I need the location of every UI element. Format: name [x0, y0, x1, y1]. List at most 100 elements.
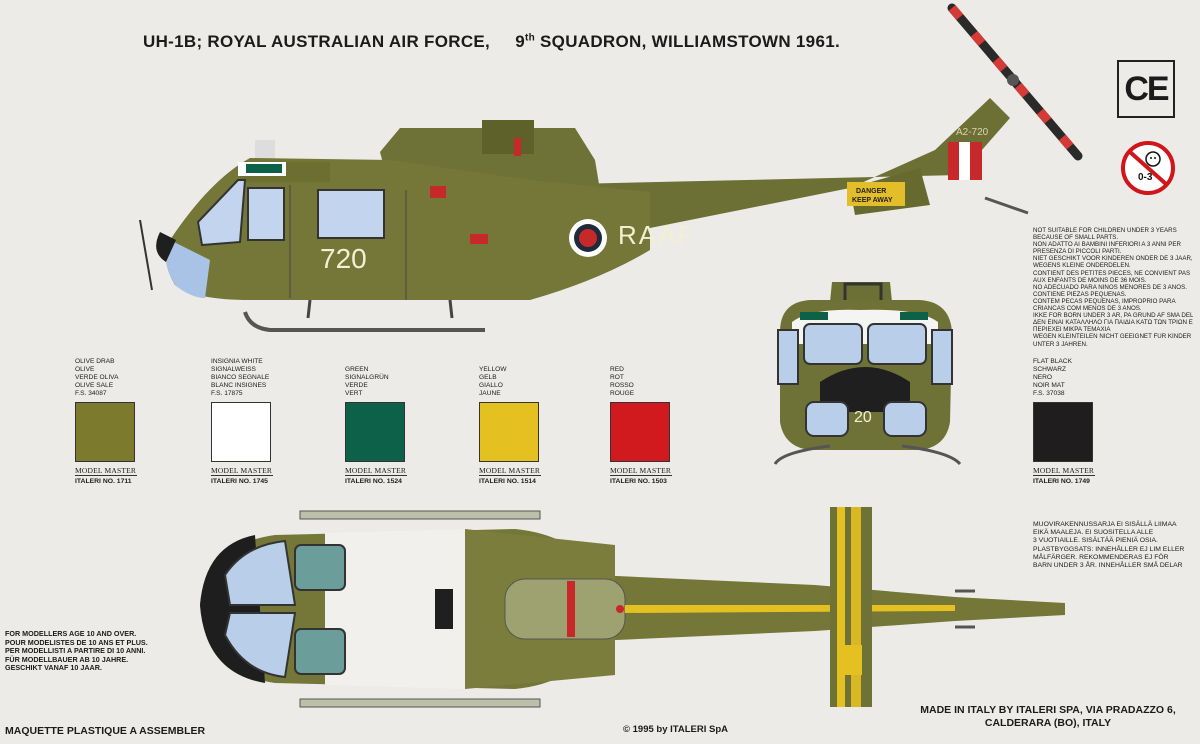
warning-line: PLASTBYGGSATS: INNEHÅLLER EJ LIM ELLER [1033, 545, 1185, 553]
age-line: GESCHIKT VANAF 10 JAAR. [5, 663, 102, 673]
white-roof [325, 529, 465, 689]
warning-line: WEGENS KLEINE ONDERDELEN. [1033, 262, 1131, 270]
swatch-brand: MODEL MASTER [211, 466, 273, 476]
swatch-name: GIALLO [479, 382, 503, 389]
age-restriction-icon: 0-3 [1121, 141, 1175, 195]
swatch-code: ITALERI NO. 1711 [75, 478, 132, 485]
swatch-name: F.S. 34087 [75, 390, 107, 397]
side-number: 720 [320, 243, 367, 274]
warning-line: NOT SUITABLE FOR CHILDREN UNDER 3 YEARS [1033, 227, 1177, 234]
swatch-name: OLIVE [75, 366, 95, 373]
swatch-name: F.S. 37038 [1033, 390, 1065, 397]
swatch-color-chip [75, 402, 135, 462]
swatch-name: BIANCO SEGNALE [211, 374, 270, 381]
swatch-name: OLIVE SALE [75, 382, 114, 389]
swatch-brand: MODEL MASTER [75, 466, 137, 476]
swatch-code: ITALERI NO. 1503 [610, 478, 667, 485]
swatch-brand: MODEL MASTER [610, 466, 672, 476]
tail-rotor [947, 3, 1083, 161]
warning-line: MUOVIRAKENNUSSARJA EI SISÄLLÄ LIIMAA [1033, 521, 1177, 528]
warning-line: CONTIENE PIEZAS PEQUENAS. [1033, 290, 1127, 298]
warning-line: WEGEN KLEINTEILEN NICHT GEEIGNET FÜR KIN… [1033, 333, 1192, 341]
warning-line: CRIANCAS COM MENOS DE 3 ANOS. [1033, 305, 1142, 313]
swatch-name: SIGNALGRÜN [345, 374, 389, 381]
swatch-code: ITALERI NO. 1524 [345, 478, 402, 485]
front-number: 20 [854, 409, 872, 426]
keep-away-text: KEEP AWAY [852, 197, 893, 204]
warning-line: AUX ENFANTS DE MOINS DE 36 MOIS. [1033, 276, 1147, 284]
age-badge-text: 0-3 [1138, 172, 1153, 183]
warning-line: ΔΕΝ ΕΙΝΑΙ ΚΑΤΑΛΛΗΛΟ ΓΙΑ ΠΑΙΔΙΑ ΚΑΤΩ ΤΩΝ … [1033, 319, 1193, 327]
ce-mark: CE [1117, 60, 1175, 118]
swatch-name: OLIVE DRAB [75, 358, 115, 365]
warning-line: EIKÄ MAALEJA. EI SUOSITELLA ALLE [1033, 529, 1154, 537]
warning-line: MÅLFÄRGER. REKOMMENDERAS EJ FÖR [1033, 553, 1169, 561]
swatch-name: GELB [479, 374, 497, 381]
swatch-name: GREEN [345, 366, 369, 373]
warning-line: NON ADATTO AI BAMBINI INFERIORI A 3 ANNI… [1033, 241, 1181, 249]
age-line: PER MODELLISTI A PARTIRE DI 10 ANNI. [5, 646, 146, 656]
footer-manufacturer: MADE IN ITALY BY ITALERI SPA, VIA PRADAZ… [920, 704, 1176, 729]
swatch-code: ITALERI NO. 1514 [479, 478, 536, 485]
swatch-name: ROSSO [610, 382, 634, 389]
age-notice: FOR MODELLERS AGE 10 AND OVER.POUR MODEL… [5, 629, 148, 673]
swatch-name: FLAT BLACK [1033, 358, 1072, 365]
swatch-code: ITALERI NO. 1749 [1033, 478, 1090, 485]
warning-line: BECAUSE OF SMALL PARTS. [1033, 234, 1119, 242]
swatch-name: NERO [1033, 374, 1053, 381]
roundel [569, 219, 607, 257]
roundel-text: RAAF [618, 220, 695, 250]
warning-line: NIET GESCHIKT VOOR KINDEREN ONDER DE 3 J… [1033, 255, 1193, 263]
swatch-name: SCHWARZ [1033, 366, 1067, 373]
warning-line: CONTEM PECAS PEQUENAS, IMPROPRIO PARA [1033, 297, 1176, 305]
age-line: FÜR MODELLBAUER AB 10 JAHRE. [5, 654, 129, 664]
warning-line: 3 VUOTIAILLE. SISÄLTÄÄ PIENIÄ OSIA. [1033, 537, 1158, 545]
warning-line: CONTIENT DES PETITES PIECES, NE CONVIENT… [1033, 269, 1191, 277]
helicopter-top-view [200, 507, 1065, 708]
helicopter-front-view: 20 [773, 282, 962, 466]
swatch-color-chip [1033, 402, 1093, 462]
swatch-name: ROUGE [610, 390, 635, 397]
danger-text: DANGER [856, 188, 886, 195]
swatch-code: ITALERI NO. 1745 [211, 478, 268, 485]
page-title: UH-1B; ROYAL AUSTRALIAN AIR FORCE, 9th S… [143, 32, 840, 51]
warning-line: UNTER 3 JAHREN. [1033, 340, 1088, 348]
swatch-color-chip [610, 402, 670, 462]
age-line: FOR MODELLERS AGE 10 AND OVER. [5, 629, 137, 638]
warning-line: BARN UNDER 3 ÅR. INNEHÅLLER SMÅ DELAR [1033, 562, 1183, 570]
swatch-name: VERT [345, 390, 363, 397]
swatch-brand: MODEL MASTER [479, 466, 541, 476]
tail-serial: A2-720 [956, 127, 989, 138]
swatch-name: INSIGNIA WHITE [211, 358, 263, 365]
swatch-color-chip [211, 402, 271, 462]
swatch-name: YELLOW [479, 366, 507, 373]
swatch-brand: MODEL MASTER [1033, 466, 1095, 476]
warning-line: NO ADECUADO PARA NINOS MENORES DE 3 ANOS… [1033, 283, 1187, 291]
swatch-name: VERDE OLIVA [75, 374, 119, 381]
swatch-name: BLANC INSIGNES [211, 382, 267, 389]
footer-assembly-note: MAQUETTE PLASTIQUE A ASSEMBLER [5, 725, 206, 737]
swatch-name: NOIR MAT [1033, 382, 1065, 389]
warning-line: PRESENZA DI PICCOLI PARTI. [1033, 248, 1122, 256]
swatch-color-chip [479, 402, 539, 462]
danger-panel [847, 182, 905, 206]
swatch-name: VERDE [345, 382, 368, 389]
swatch-name: F.S. 17875 [211, 390, 243, 397]
swatch-name: JAUNE [479, 390, 501, 397]
footer-copyright: © 1995 by ITALERI SpA [623, 724, 729, 735]
warning-line: IKKE FOR BORN UNDER 3 AR, PA GRUND AF SM… [1033, 312, 1193, 320]
